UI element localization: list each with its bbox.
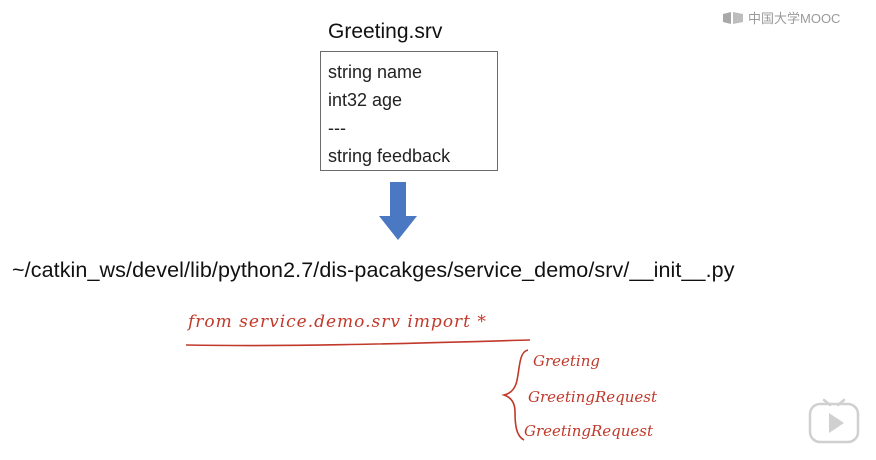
down-arrow-icon — [379, 182, 417, 240]
watermark: 中国大学MOOC — [722, 8, 840, 27]
handwritten-class-greeting: Greeting — [533, 352, 600, 370]
watermark-text: 中国大学MOOC — [748, 11, 841, 26]
srv-response-field-feedback: string feedback — [328, 146, 451, 166]
handwritten-class-greeting-request: GreetingRequest — [528, 388, 658, 406]
srv-definition-box: string name int32 age --- string feedbac… — [320, 51, 498, 171]
handwritten-class-greeting-response: GreetingRequest — [524, 422, 654, 440]
generated-file-path: ~/catkin_ws/devel/lib/python2.7/dis-paca… — [12, 258, 735, 282]
play-button-icon[interactable] — [808, 398, 860, 444]
srv-request-field-name: string name — [328, 62, 423, 82]
mooc-logo-icon — [723, 11, 743, 24]
srv-separator: --- — [328, 118, 346, 138]
srv-request-field-age: int32 age — [328, 90, 403, 110]
handwritten-import-line: from service.demo.srv import * — [188, 312, 487, 332]
srv-file-title: Greeting.srv — [328, 20, 443, 43]
